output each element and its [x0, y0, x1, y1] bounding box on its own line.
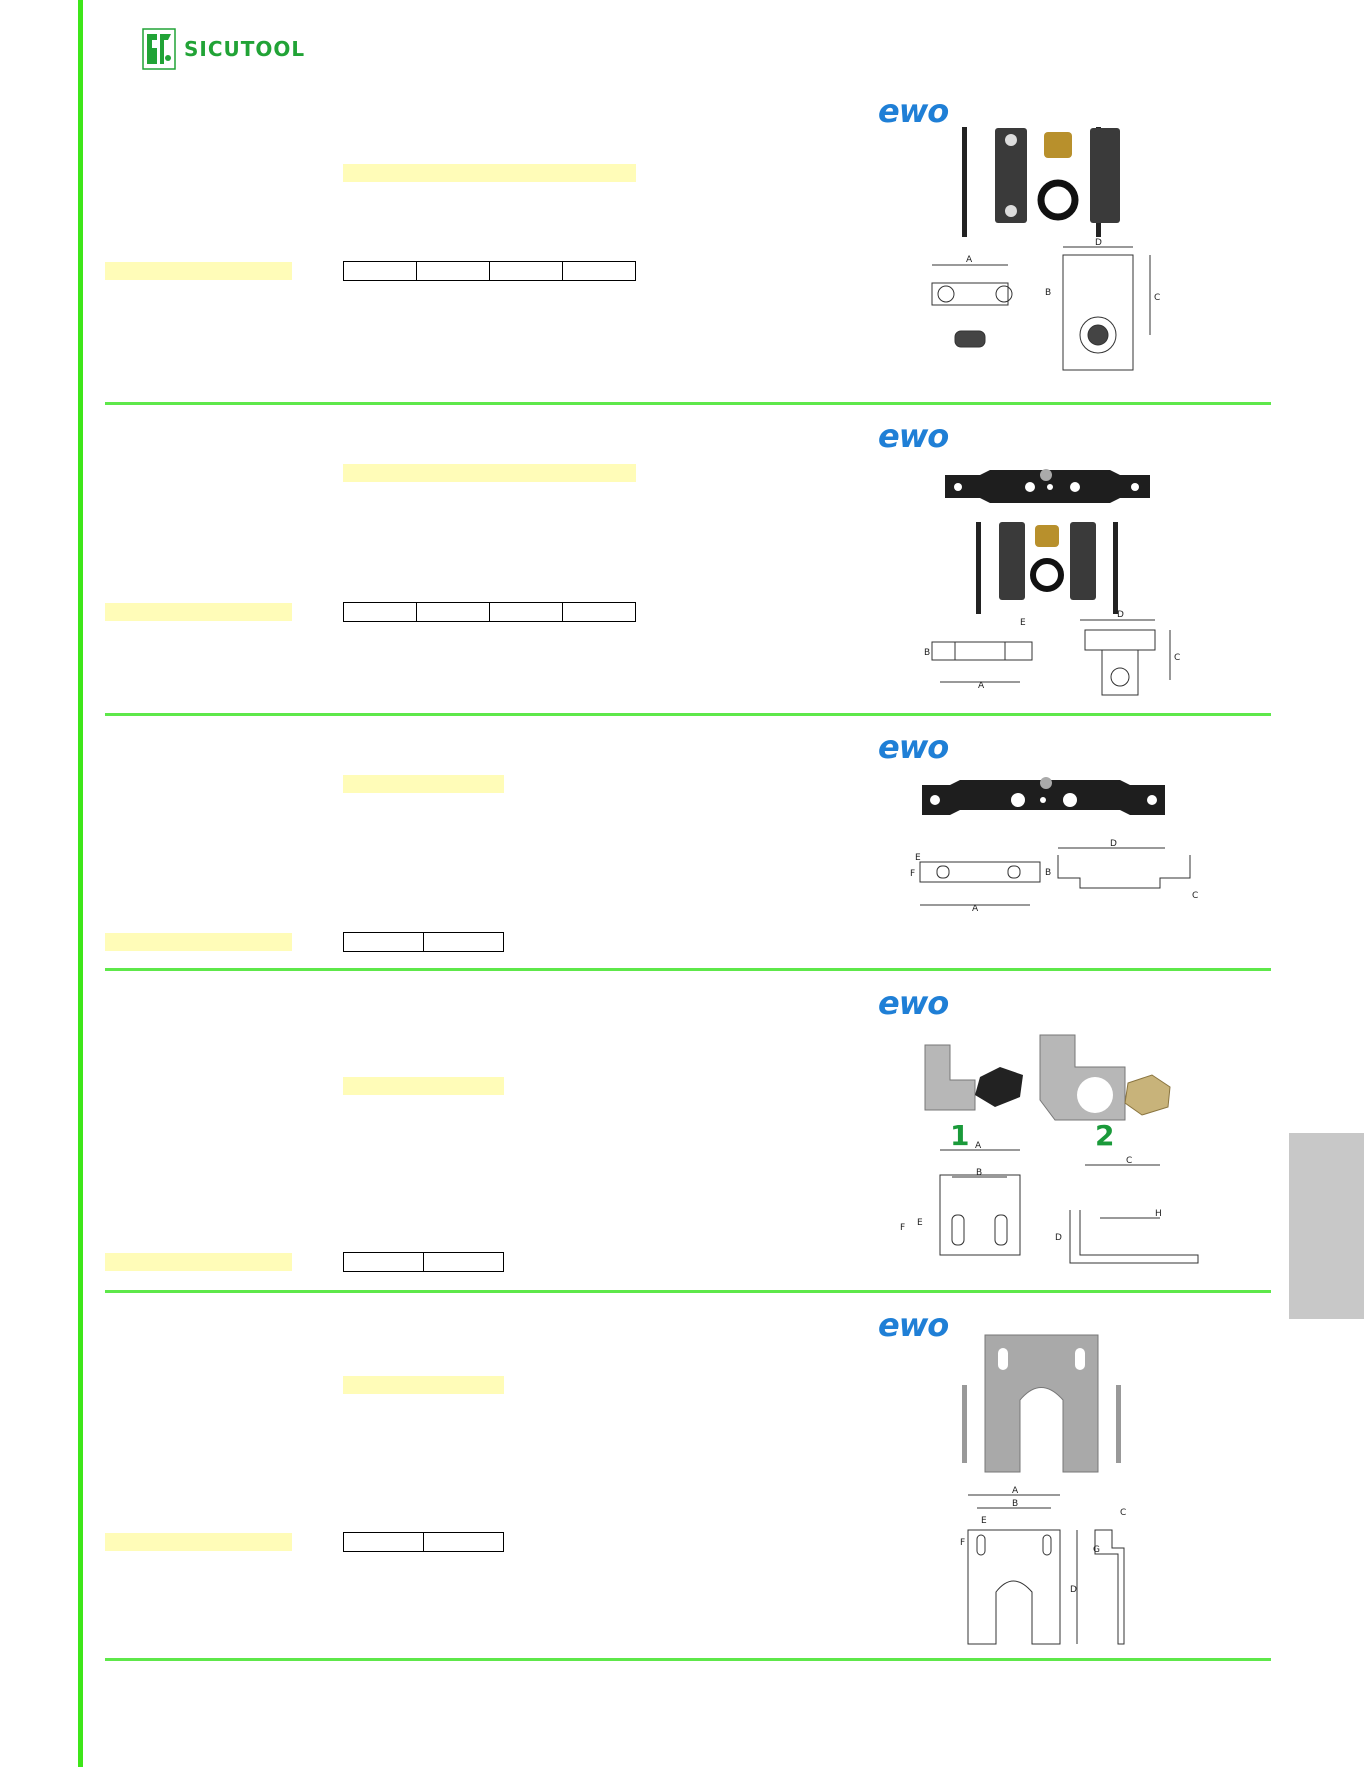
spec-cell	[424, 933, 503, 951]
spec-cell	[563, 262, 635, 280]
wall-bracket-figure: A D E F B C	[910, 777, 1198, 914]
svg-text:B: B	[976, 1168, 982, 1178]
svg-text:A: A	[975, 1141, 982, 1151]
svg-text:D: D	[1110, 839, 1117, 849]
svg-text:A: A	[966, 255, 973, 265]
svg-text:B: B	[1045, 288, 1051, 298]
svg-text:B: B	[924, 648, 930, 658]
svg-text:E: E	[917, 1218, 923, 1228]
svg-text:D: D	[1070, 1585, 1077, 1595]
code-highlight	[105, 933, 292, 951]
code-highlight	[105, 1253, 292, 1271]
spec-cell	[563, 603, 635, 621]
side-tab	[1289, 1133, 1364, 1319]
svg-text:A: A	[978, 681, 985, 691]
svg-text:C: C	[1126, 1156, 1132, 1166]
code-highlight	[105, 603, 292, 621]
ewo-brand-logo: ewo	[878, 728, 949, 766]
ewo-brand-logo: ewo	[878, 417, 949, 455]
svg-text:E: E	[915, 853, 921, 863]
spec-table	[343, 932, 504, 952]
spec-cell	[417, 262, 490, 280]
spec-cell	[490, 262, 563, 280]
title-highlight	[343, 775, 504, 793]
spec-cell	[490, 603, 563, 621]
figure-label-2: 2	[1095, 1119, 1114, 1152]
row-divider	[105, 1290, 1271, 1293]
spec-table	[343, 261, 636, 281]
spec-cell	[417, 603, 490, 621]
sicutool-logo-icon	[142, 28, 176, 70]
logo-text: SICUTOOL	[184, 37, 306, 61]
row-divider	[105, 713, 1271, 716]
mounting-bracket-kit-figure: A B D C E	[924, 469, 1180, 696]
title-highlight	[343, 1376, 504, 1394]
svg-text:G: G	[1093, 1545, 1100, 1555]
svg-text:E: E	[1020, 618, 1026, 628]
svg-text:F: F	[900, 1223, 905, 1233]
code-highlight	[105, 262, 292, 280]
svg-text:H: H	[1155, 1209, 1162, 1219]
ewo-brand-logo: ewo	[878, 92, 949, 130]
spec-cell	[344, 933, 424, 951]
svg-text:C: C	[1174, 653, 1180, 663]
mounting-kit-figure: A D C B	[931, 127, 1160, 371]
ewo-brand-logo: ewo	[878, 1306, 949, 1344]
spec-table	[343, 602, 636, 622]
svg-text:D: D	[1055, 1233, 1062, 1243]
code-highlight	[105, 1533, 292, 1551]
spec-cell	[424, 1533, 503, 1551]
spec-table	[343, 1252, 504, 1272]
figure-label-1: 1	[950, 1119, 969, 1152]
svg-text:B: B	[1012, 1499, 1018, 1509]
spec-cell	[344, 1253, 424, 1271]
row-divider	[105, 402, 1271, 405]
svg-text:F: F	[910, 869, 915, 879]
svg-text:D: D	[1117, 610, 1124, 620]
spec-table	[343, 1532, 504, 1552]
spec-cell	[344, 603, 417, 621]
title-highlight	[343, 164, 636, 182]
page-side-rule	[78, 0, 83, 1767]
svg-text:A: A	[1012, 1486, 1019, 1496]
svg-text:B: B	[1045, 868, 1051, 878]
spec-cell	[424, 1253, 503, 1271]
svg-text:F: F	[960, 1538, 965, 1548]
sicutool-logo: SICUTOOL	[142, 28, 305, 70]
svg-text:A: A	[972, 904, 979, 914]
row-divider	[105, 1658, 1271, 1661]
svg-text:C: C	[1120, 1508, 1126, 1518]
spec-cell	[344, 1533, 424, 1551]
svg-text:D: D	[1095, 238, 1102, 248]
u-bracket-figure: A B E F C G D	[960, 1334, 1126, 1645]
angle-bracket-figure: 1 2 A B E F C D H	[900, 1034, 1199, 1264]
row-divider	[105, 968, 1271, 971]
ewo-brand-logo: ewo	[878, 984, 949, 1022]
title-highlight	[343, 1077, 504, 1095]
svg-text:C: C	[1154, 293, 1160, 303]
title-highlight	[343, 464, 636, 482]
svg-text:C: C	[1192, 891, 1198, 901]
svg-text:E: E	[981, 1516, 987, 1526]
spec-cell	[344, 262, 417, 280]
